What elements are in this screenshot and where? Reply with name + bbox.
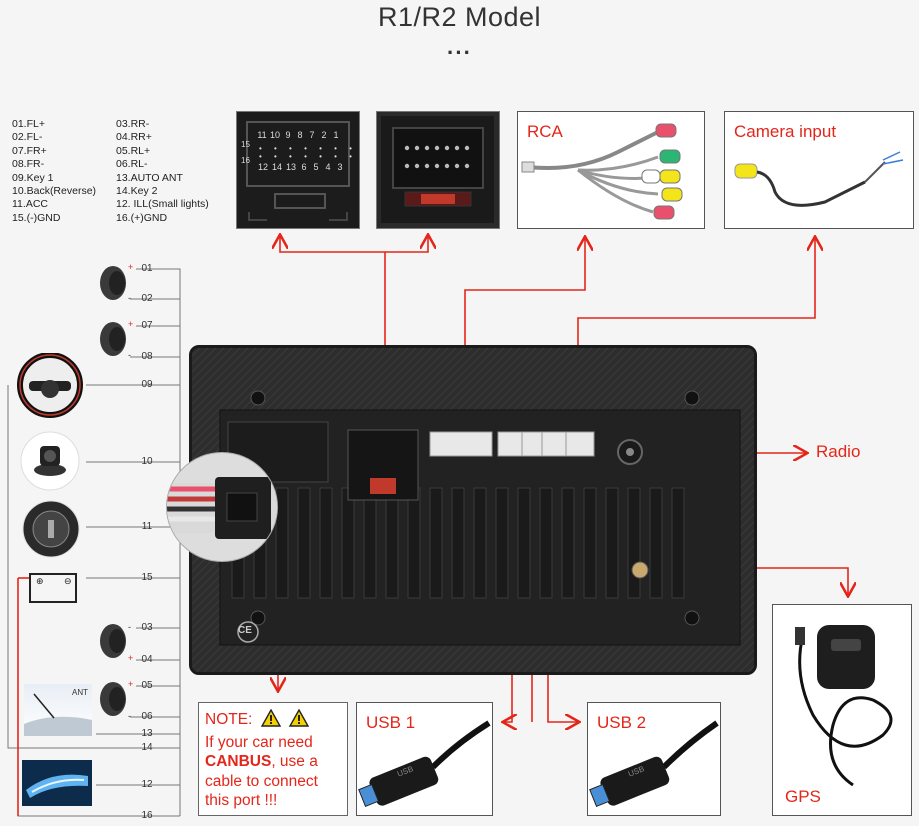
wire-number: 07	[141, 320, 153, 331]
pin-list-right: 03.RR- 04.RR+ 05.RL+ 06.RL- 13.AUTO ANT …	[116, 118, 209, 225]
harness-plug-closeup	[166, 452, 278, 562]
pin-item: 09.Key 1	[12, 171, 54, 184]
pin-number: 1	[333, 130, 339, 140]
speaker-icon	[97, 318, 133, 360]
pin-item: 13.AUTO ANT	[116, 171, 183, 184]
wire-number: 01	[141, 263, 153, 274]
polarity-minus: -	[128, 711, 131, 721]
note-line: cable to connect	[205, 772, 318, 790]
warning-icon	[260, 708, 281, 733]
speaker-icon	[97, 678, 133, 720]
ignition-key-icon	[22, 500, 80, 558]
ant-label: ANT	[72, 688, 88, 697]
wire-number: 03	[141, 622, 153, 633]
polarity-plus: +	[128, 679, 134, 689]
pin-item: 06.RL-	[116, 158, 148, 171]
title-dots: ···	[447, 40, 472, 65]
polarity-plus: +	[128, 319, 134, 329]
steering-wheel-icon	[15, 353, 85, 418]
pin-item: 14.Key 2	[116, 185, 158, 198]
wire-number: 10	[141, 456, 153, 467]
head-unit-back-panel: CE	[189, 345, 757, 675]
note-line: this port !!!	[205, 792, 278, 809]
iso-connector-pinout: 11 10 9 8 7 2 1 • • • • • • • • • • • • …	[236, 111, 360, 229]
pin-item: 11.ACC	[12, 198, 48, 211]
pin-number: 4	[325, 162, 331, 172]
polarity-minus: -	[128, 622, 131, 632]
pin-number: 11	[257, 130, 267, 140]
usb2-title: USB 2	[597, 713, 647, 732]
rca-title: RCA	[527, 122, 563, 141]
pin-item: 15.(-)GND	[12, 211, 61, 224]
usb1-title: USB 1	[366, 713, 416, 732]
rca-box: RCA	[517, 111, 705, 229]
usb1-box: USB 1 USB	[356, 702, 493, 816]
warning-icon	[288, 708, 310, 733]
canbus-note: NOTE: If your car need CANBUS, use a cab…	[198, 702, 348, 816]
pin-number: 16	[241, 156, 250, 165]
wire-number: 16	[141, 810, 153, 821]
camera-input-title: Camera input	[734, 122, 837, 141]
wire-number: 12	[141, 779, 153, 790]
note-line: , use a	[271, 753, 318, 770]
pin-item: 02.FL-	[12, 131, 43, 144]
wire-number: 11	[141, 521, 153, 532]
gps-title: GPS	[785, 787, 821, 806]
usb2-box: USB 2 USB	[587, 702, 721, 816]
pin-item: 05.RL+	[116, 144, 151, 157]
pin-number: 5	[313, 162, 319, 172]
ce-mark: CE	[238, 625, 252, 636]
pin-item: 12. ILL(Small lights)	[116, 198, 209, 211]
pin-number: 10	[269, 130, 280, 140]
svg-text:⊖: ⊖	[64, 576, 72, 586]
pin-item: 07.FR+	[12, 144, 47, 157]
pin-number: 2	[321, 130, 327, 140]
svg-text:⊕: ⊕	[36, 576, 44, 586]
polarity-minus: -	[128, 293, 131, 303]
wire-number: 14	[141, 742, 153, 753]
pin-number: 8	[297, 130, 303, 140]
diagram-title: R1/R2 Model	[377, 2, 542, 32]
wire-number: 05	[141, 680, 153, 691]
pin-number: 12	[257, 162, 268, 172]
wire-number: 13	[141, 728, 153, 739]
wire-number: 09	[141, 379, 153, 390]
polarity-minus: -	[128, 350, 131, 360]
pin-item: 01.FL+	[12, 118, 45, 130]
pin-number: 13	[285, 162, 296, 172]
pin-item: 03.RR-	[116, 118, 150, 130]
wire-number: 06	[141, 711, 153, 722]
note-heading: NOTE:	[205, 711, 253, 728]
note-line: If your car need	[205, 733, 313, 751]
iso-connector-photo	[376, 111, 500, 229]
wire-number: 08	[141, 351, 153, 362]
pin-number: 14	[271, 162, 282, 172]
pin-item: 08.FR-	[12, 158, 45, 171]
wire-number: 02	[141, 293, 153, 304]
pin-number: 7	[309, 130, 315, 140]
battery-icon: ⊕⊖	[28, 568, 78, 604]
pin-number: 9	[285, 130, 291, 140]
pin-item: 10.Back(Reverse)	[12, 185, 97, 198]
speaker-icon	[97, 620, 133, 662]
antenna-icon: ANT	[24, 684, 92, 736]
wire-number: 15	[141, 572, 153, 583]
polarity-plus: +	[128, 653, 134, 663]
gps-box: GPS	[772, 604, 912, 816]
pin-item: 16.(+)GND	[116, 211, 168, 224]
speaker-icon	[97, 262, 133, 304]
camera-input-box: Camera input	[724, 111, 914, 229]
reverse-camera-icon	[20, 430, 80, 492]
pin-number: 6	[301, 162, 307, 172]
pin-number: 15	[241, 140, 250, 149]
pin-list-left: 01.FL+ 02.FL- 07.FR+ 08.FR- 09.Key 1 10.…	[12, 118, 96, 225]
wire-number: 04	[141, 654, 153, 665]
headlight-icon	[22, 760, 92, 806]
pin-item: 04.RR+	[116, 131, 152, 144]
radio-label: Radio	[816, 442, 861, 461]
note-canbus: CANBUS	[205, 753, 272, 770]
pin-number: 3	[337, 162, 343, 172]
polarity-plus: +	[128, 262, 134, 272]
